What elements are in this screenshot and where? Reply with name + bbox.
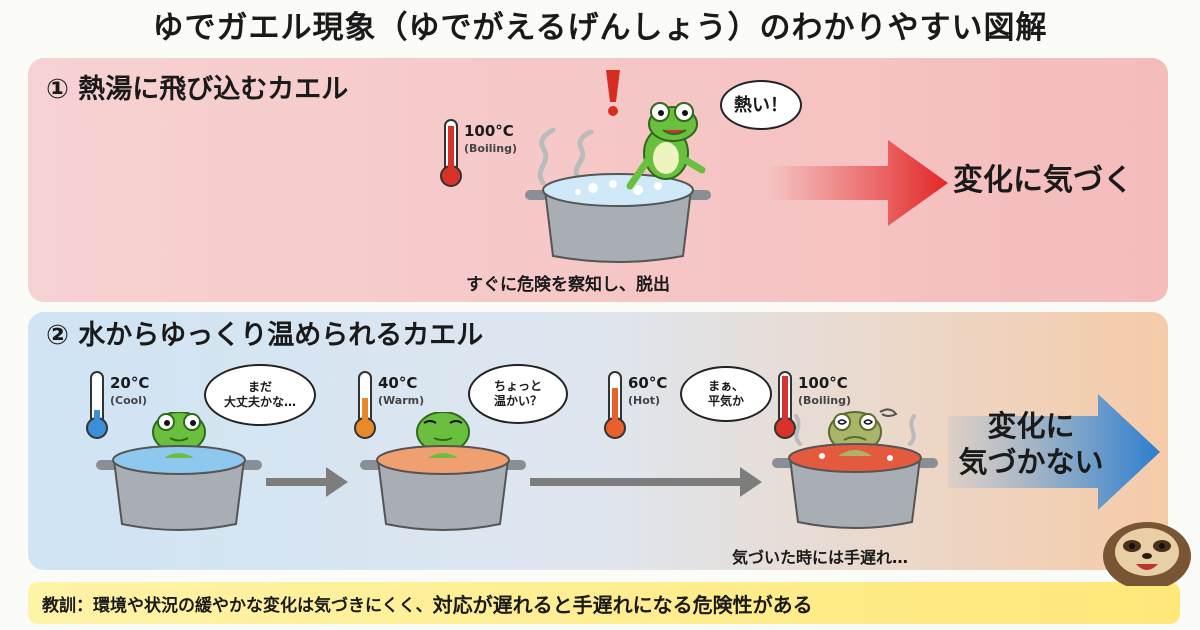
section-boiling-water: ① 熱湯に飛び込むカエル 100°C (Boiling) bbox=[28, 58, 1168, 302]
gray-arrow-icon bbox=[266, 467, 348, 501]
page-title: ゆでガエル現象（ゆでがえるげんしょう）のわかりやすい図解 bbox=[152, 10, 1048, 46]
speech-bubble: 熱い！ bbox=[720, 80, 802, 130]
frog-jumping-icon bbox=[618, 98, 708, 197]
red-arrow-icon bbox=[768, 140, 948, 230]
stage1-temp: 20°C(Cool) bbox=[110, 374, 150, 407]
stage1-speech: まだ 大丈夫かな… bbox=[204, 364, 316, 426]
stage4-temp: 100°C(Boiling) bbox=[798, 374, 852, 407]
lesson-banner: 教訓：環境や状況の緩やかな変化は気づきにくく、 対応が遅れると手遅れになる危険性… bbox=[28, 582, 1180, 624]
thermometer-icon bbox=[602, 370, 628, 444]
pot-cool bbox=[94, 411, 264, 541]
temperature-label: 100°C (Boiling) bbox=[464, 122, 518, 155]
sloth-mascot-icon bbox=[1098, 508, 1196, 590]
section1-heading: ① 熱湯に飛び込むカエル bbox=[46, 74, 349, 105]
section1-result: 変化に気づく bbox=[953, 163, 1133, 198]
section2-heading: ② 水からゆっくり温められるカエル bbox=[46, 320, 484, 351]
thermometer-icon bbox=[352, 370, 378, 444]
section2-caption: 気づいた時には手遅れ… bbox=[732, 548, 909, 567]
pot-boiling-sick-frog bbox=[770, 404, 940, 538]
lesson-part1: 教訓：環境や状況の緩やかな変化は気づきにくく、 bbox=[42, 595, 433, 616]
stage3-temp: 60°C(Hot) bbox=[628, 374, 668, 407]
section-slow-heating: ② 水からゆっくり温められるカエル 20°C(Cool) まだ 大丈夫かな… 4… bbox=[28, 312, 1168, 570]
thermometer-icon bbox=[772, 370, 798, 444]
stage2-temp: 40°C(Warm) bbox=[378, 374, 425, 407]
stage3-speech: まぁ、 平気か bbox=[680, 366, 772, 422]
section1-caption: すぐに危険を察知し、脱出 bbox=[466, 275, 670, 295]
pot-boiling bbox=[523, 168, 713, 272]
lesson-part2: 対応が遅れると手遅れになる危険性がある bbox=[432, 592, 813, 617]
pot-warm bbox=[358, 411, 528, 541]
blue-arrow-icon bbox=[948, 394, 1160, 514]
thermometer-icon bbox=[84, 370, 110, 444]
thermometer-icon bbox=[438, 118, 464, 192]
gray-arrow-long-icon bbox=[530, 467, 762, 501]
exclamation-icon bbox=[598, 68, 628, 122]
section2-result: 変化に 気づかない bbox=[958, 409, 1104, 479]
steam-icon bbox=[533, 127, 603, 192]
stage2-speech: ちょっと 温かい？ bbox=[468, 364, 568, 424]
